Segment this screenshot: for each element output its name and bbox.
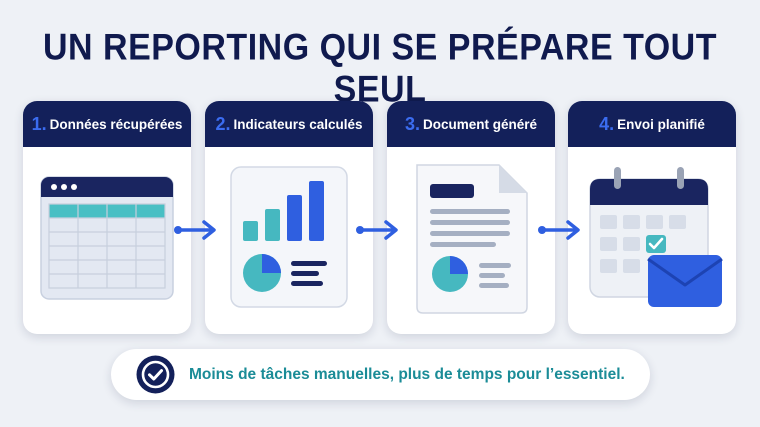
step-header-3: 3. Document généré — [387, 101, 555, 147]
step-card-2: 2. Indicateurs calculés — [205, 101, 373, 334]
step-header-4: 4. Envoi planifié — [568, 101, 736, 147]
step-label-4: Envoi planifié — [617, 116, 705, 132]
arrow-right-icon — [356, 220, 398, 240]
check-circle-icon — [136, 355, 175, 394]
spreadsheet-icon — [40, 176, 174, 300]
step-number-1: 1. — [31, 113, 47, 134]
step-number-2: 2. — [215, 113, 231, 134]
step-card-1: 1. Données récupérées — [23, 101, 191, 334]
summary-text: Moins de tâches manuelles, plus de temps… — [189, 366, 625, 383]
step-card-3: 3. Document généré — [387, 101, 555, 334]
step-label-1: Données récupérées — [49, 116, 183, 132]
step-number-4: 4. — [599, 113, 615, 134]
step-header-2: 2. Indicateurs calculés — [205, 101, 373, 147]
arrow-right-icon — [174, 220, 216, 240]
step-card-4: 4. Envoi planifié — [568, 101, 736, 334]
step-label-2: Indicateurs calculés — [233, 116, 363, 132]
chart-icon — [230, 166, 348, 308]
calendar-mail-icon — [589, 167, 723, 307]
step-header-1: 1. Données récupérées — [23, 101, 191, 147]
step-number-3: 3. — [404, 113, 420, 134]
arrow-right-icon — [538, 220, 580, 240]
document-icon — [416, 164, 528, 314]
step-label-3: Document généré — [422, 116, 538, 132]
summary-banner: Moins de tâches manuelles, plus de temps… — [111, 349, 650, 400]
page-title: UN REPORTING QUI SE PRÉPARE TOUT SEUL — [42, 26, 718, 111]
